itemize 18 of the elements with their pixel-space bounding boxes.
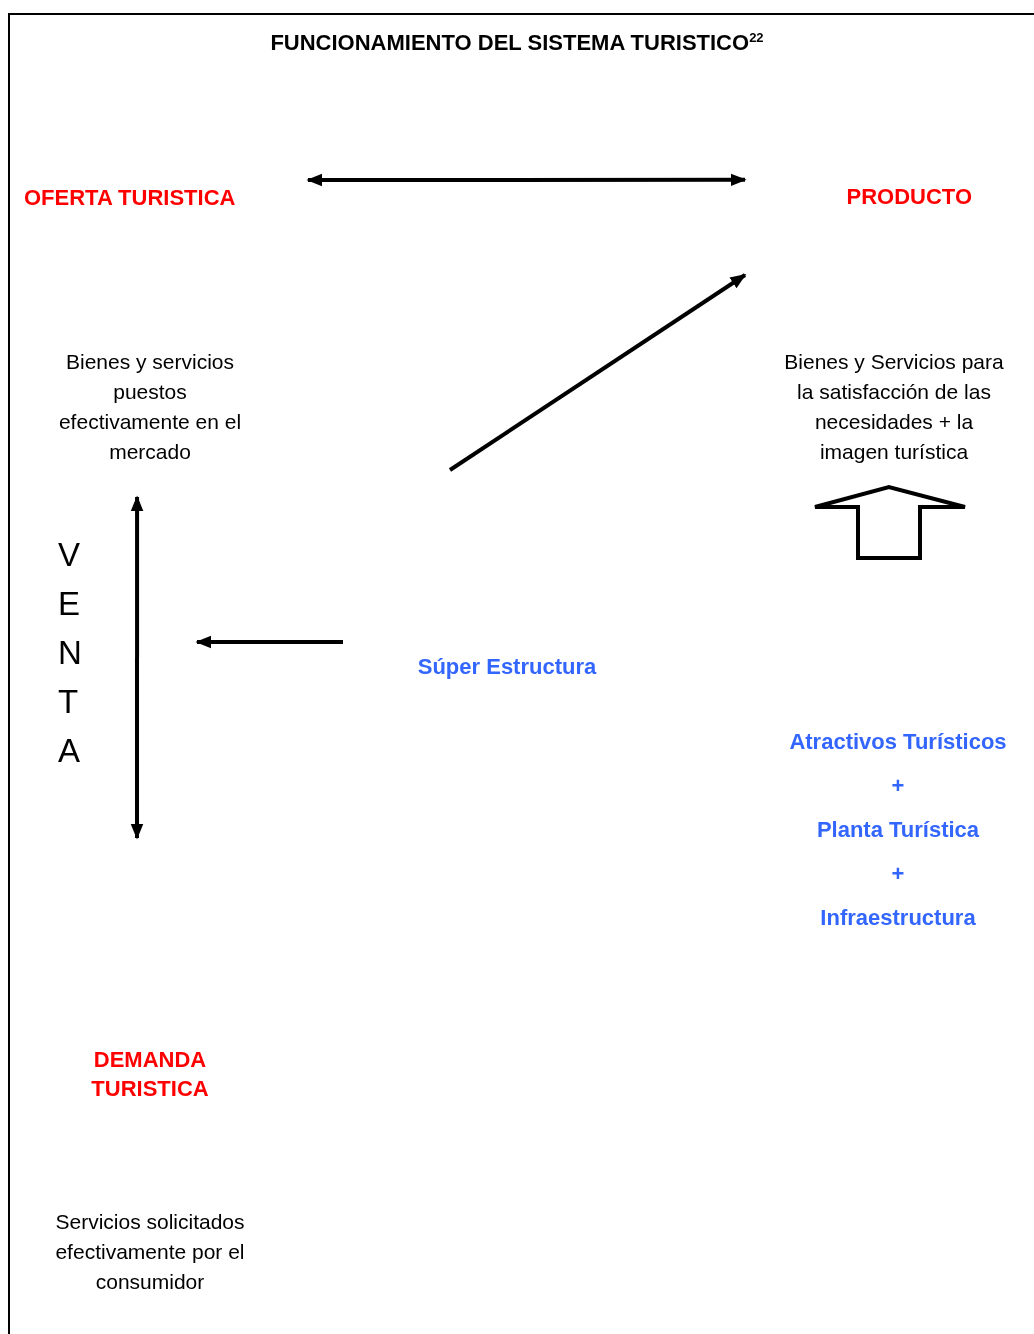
node-heading: Súper Estructura [416, 653, 598, 681]
node-heading: DEMANDA TURISTICA [90, 1046, 210, 1103]
arrow [306, 173, 747, 187]
node-heading: Planta Turística [815, 816, 981, 844]
node-text: Servicios solicitados efectivamente por el consumidor [54, 1209, 246, 1295]
node-heading: PRODUCTO [845, 183, 972, 211]
vertical-label: VENTA [58, 535, 83, 771]
block-arrow [813, 484, 967, 560]
diagram-title: FUNCIONAMIENTO DEL SISTEMA TURISTICO$^{22}$ [269, 30, 765, 57]
arrow [130, 495, 144, 840]
node-heading: Atractivos Turísticos [788, 728, 1008, 756]
node-heading: Infraestructura [819, 904, 977, 932]
node-heading: + [890, 772, 906, 800]
node-text: Bienes y servicios puestos efectivamente en el mercado [57, 349, 243, 465]
node-text: Bienes y Servicios para la satisfacción de las necesidades + la imagen turística [783, 349, 1005, 465]
arrow [448, 273, 747, 472]
node-heading: + [890, 860, 906, 888]
node-heading: OFERTA TURISTICA [24, 184, 237, 212]
